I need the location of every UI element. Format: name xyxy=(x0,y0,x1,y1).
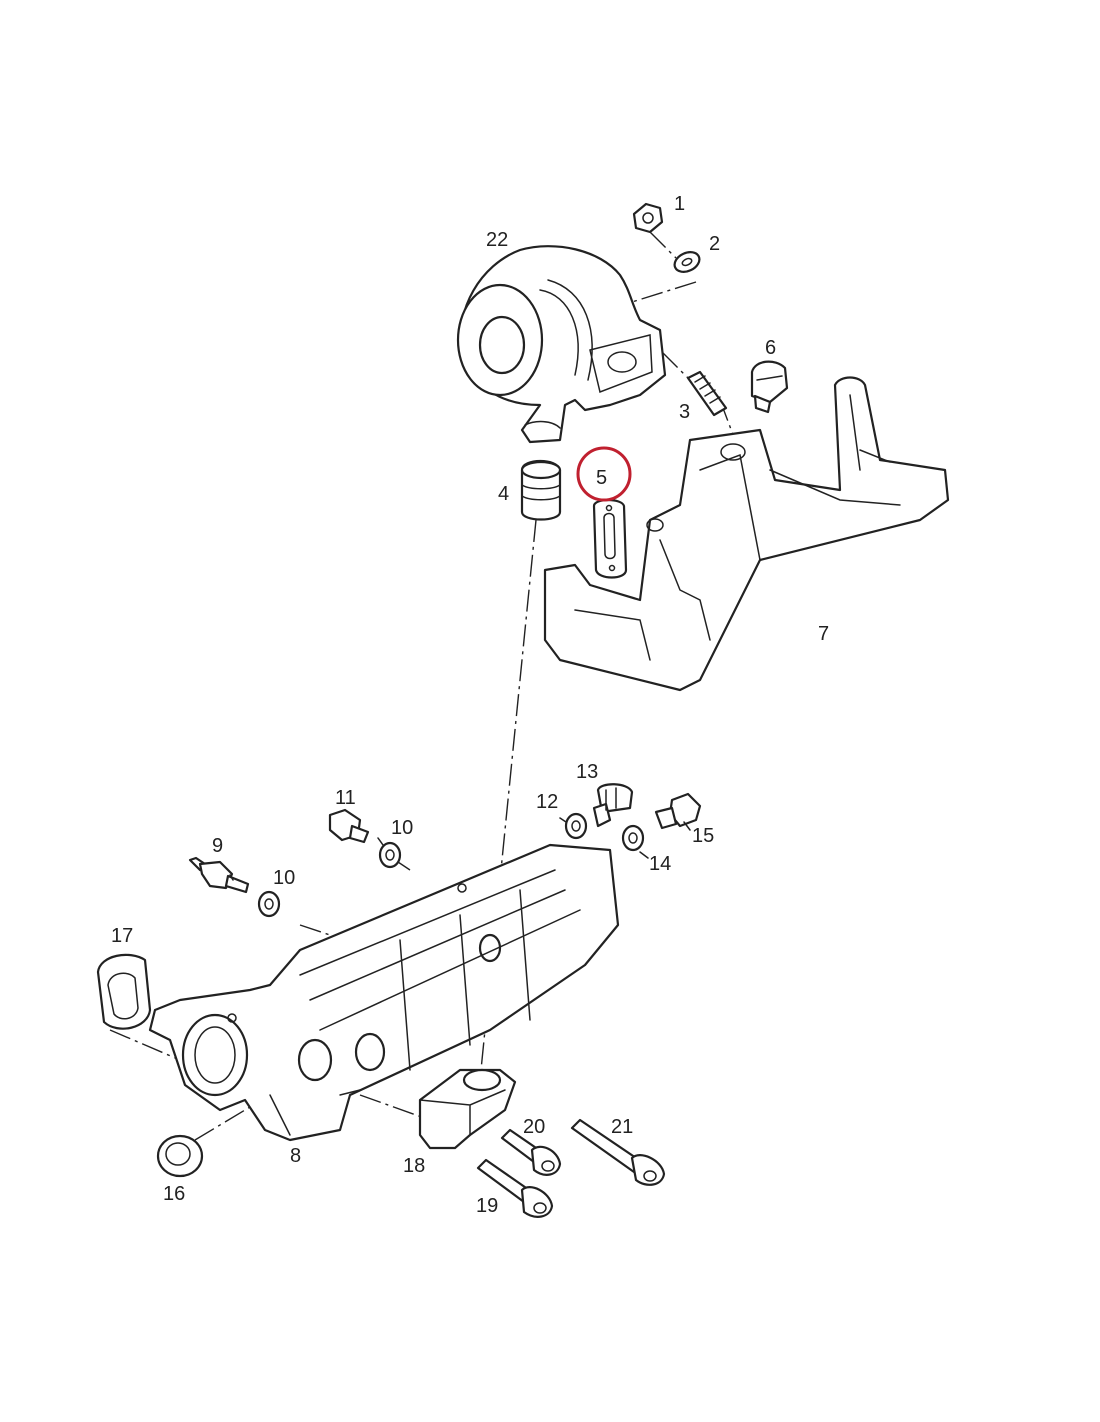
callout-21: 21 xyxy=(611,1116,633,1138)
sensor-9[interactable] xyxy=(188,856,250,894)
plug-6[interactable] xyxy=(750,360,789,414)
callout-10-lower: 10 xyxy=(273,867,295,889)
callout-10-upper: 10 xyxy=(391,817,413,839)
plug-15[interactable] xyxy=(654,792,702,830)
gasket-5[interactable] xyxy=(592,498,628,579)
callout-3: 3 xyxy=(679,401,690,423)
callout-4: 4 xyxy=(498,483,509,505)
plug-11[interactable] xyxy=(328,808,370,844)
callout-12: 12 xyxy=(536,791,558,813)
washer-10-upper[interactable] xyxy=(378,841,402,869)
callout-labels: 1 2 3 4 5 6 7 8 9 10 10 11 12 13 14 15 1… xyxy=(111,193,829,1217)
callout-19: 19 xyxy=(476,1195,498,1217)
exhaust-manifold-7[interactable] xyxy=(543,376,950,692)
callout-9: 9 xyxy=(212,835,223,857)
plug-16[interactable] xyxy=(156,1134,204,1178)
callout-11: 11 xyxy=(335,787,356,809)
washer-14[interactable] xyxy=(621,824,645,852)
stud-3[interactable] xyxy=(686,370,728,417)
callout-5: 5 xyxy=(596,467,607,489)
washer-10-lower[interactable] xyxy=(257,890,281,918)
callout-7: 7 xyxy=(818,623,829,645)
turbocharger-22[interactable] xyxy=(456,245,667,444)
bolt-19[interactable] xyxy=(476,1158,554,1218)
callout-20: 20 xyxy=(523,1116,545,1138)
intake-manifold-8[interactable] xyxy=(148,843,620,1142)
highlight-circle xyxy=(576,446,632,502)
callout-8: 8 xyxy=(290,1145,301,1167)
bolt-20[interactable] xyxy=(500,1128,562,1176)
bracket-18[interactable] xyxy=(418,1068,517,1150)
washer-2[interactable] xyxy=(671,248,702,275)
callout-13: 13 xyxy=(576,761,598,783)
plug-13[interactable] xyxy=(592,783,634,828)
callout-17: 17 xyxy=(111,925,133,947)
gasket-17[interactable] xyxy=(96,953,152,1030)
sleeve-4[interactable] xyxy=(520,459,562,521)
washer-12[interactable] xyxy=(564,812,588,840)
callout-2: 2 xyxy=(709,233,720,255)
bolt-21[interactable] xyxy=(570,1118,666,1186)
callout-22: 22 xyxy=(486,229,508,251)
callout-18: 18 xyxy=(403,1155,425,1177)
callout-6: 6 xyxy=(765,337,776,359)
callout-16: 16 xyxy=(163,1183,185,1205)
callout-15: 15 xyxy=(692,825,714,847)
nut-1[interactable] xyxy=(632,202,664,234)
leader-lines xyxy=(229,817,691,881)
callout-14: 14 xyxy=(649,853,671,875)
callout-1: 1 xyxy=(674,193,685,215)
